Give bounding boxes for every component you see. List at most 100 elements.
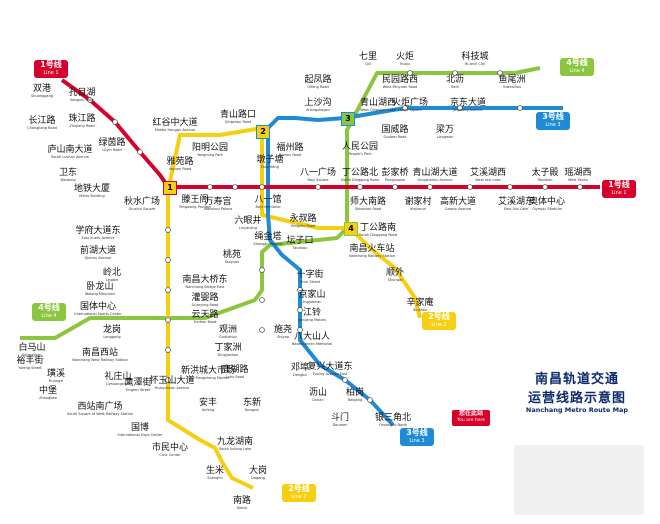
station-dot [259, 297, 265, 303]
station-name-zh: 鹿湖路 [221, 365, 249, 375]
station-name-en: East Xuefu Avenue [81, 236, 115, 240]
station-name-en: Dongxin [244, 408, 260, 412]
transfer-box-1-2: 1 [163, 181, 177, 195]
station-name-zh: 青山湖西 [359, 98, 397, 108]
station-name-zh: 岭北 [102, 268, 122, 278]
station-name-en: Wolong Mountain [84, 292, 116, 296]
map-title: 南昌轨道交通 运营线路示意图 Nanchang Metro Route Map [512, 368, 642, 414]
station-dot [392, 184, 398, 190]
station-name-zh: 绳金塔 [254, 232, 282, 242]
station-name-en: Fuzhou Road [278, 153, 302, 157]
station-name-en: South Jiulong Lake [218, 447, 252, 451]
station-dot [467, 184, 473, 190]
station-name-zh: 十字街 [296, 270, 324, 280]
station-name-en: West Qingshan Lake [360, 108, 396, 112]
station-name-zh: 梁万 [435, 125, 455, 135]
station-dot [402, 105, 408, 111]
station-name-en: People's Park [348, 152, 372, 156]
station-name-zh: 青山湖大道 [412, 168, 458, 178]
station-name-zh: 沥山 [308, 388, 328, 398]
station-dot [357, 184, 363, 190]
station-dot [165, 377, 171, 383]
station-name-en: Yuntian Road [193, 320, 217, 324]
station-name-en: Dunzitang [261, 165, 279, 169]
line-label-en: Line 2 [291, 494, 307, 500]
station-name-en: Liangwan [436, 135, 454, 139]
station-name-en: Bayi Square [307, 178, 329, 182]
station-dot [577, 184, 583, 190]
station-name-zh: 施尧 [273, 325, 293, 335]
station-name-en: North Dinggong Road [341, 178, 379, 182]
station-name-zh: 绿茵路 [98, 138, 126, 148]
station-name-zh: 地铁大厦 [73, 184, 111, 194]
station-name-en: Shengjin Pagoda [253, 242, 283, 246]
line1-badge-east: 1号线 Line 1 [602, 180, 636, 198]
station-dot [427, 184, 433, 190]
station-dot [165, 347, 171, 353]
title-en: Nanchang Metro Route Map [525, 406, 629, 414]
line-label-zh: 2号线 [428, 312, 450, 321]
line-label-zh: 3号线 [542, 112, 564, 121]
station-name-en: Yinsanjiao North [378, 423, 408, 427]
station-name-zh: 安丰 [198, 398, 218, 408]
station-dot [315, 184, 321, 190]
line3-badge-east: 3号线 Line 3 [536, 112, 570, 130]
station-name-en: Guanzhou [219, 335, 237, 339]
station-name-zh: 长江路 [28, 116, 56, 126]
station-name-zh: 国体中心 [79, 302, 117, 312]
station-name-zh: 太子殿 [531, 168, 559, 178]
station-name-zh: 云天路 [191, 310, 219, 320]
station-name-zh: 怀玉山大道 [149, 376, 195, 386]
station-name-zh: 白马山 [18, 343, 46, 353]
station-name-zh: 国威路 [381, 125, 409, 135]
station-name-en: Wanshou Palace [203, 207, 233, 211]
station-name-zh: 新洪城大市场 [180, 366, 236, 376]
line-label-en: Line 3 [409, 438, 425, 444]
station-name-zh: 东新 [242, 398, 262, 408]
station-name-en: Olympic Stadium [531, 207, 562, 211]
station-name-en: Baimashan [22, 353, 42, 357]
station-name-zh: 红谷中大道 [152, 118, 198, 128]
station-name-en: Jingdong Avenue [453, 108, 483, 112]
station-name-zh: 京家山 [298, 290, 326, 300]
station-name-zh: 柏岗 [345, 388, 365, 398]
station-name-en: Guowei Road [383, 135, 407, 139]
station-name-zh: 市民中心 [151, 443, 189, 453]
station-name-zh: 鹰潭街 [124, 378, 152, 388]
station-dot [165, 257, 171, 263]
station-name-zh: 南昌大桥东 [182, 275, 228, 285]
transfer-box-3-4: 3 [341, 112, 355, 126]
station-name-zh: 滕王阁 [181, 195, 209, 205]
station-name-zh: 火炬广场 [391, 98, 429, 108]
station-name-en: Nanchang West Railway Station [72, 358, 128, 362]
station-name-zh: 永叔路 [289, 214, 317, 224]
station-name-en: Lizhuangshan [105, 382, 131, 386]
station-dot [165, 287, 171, 293]
